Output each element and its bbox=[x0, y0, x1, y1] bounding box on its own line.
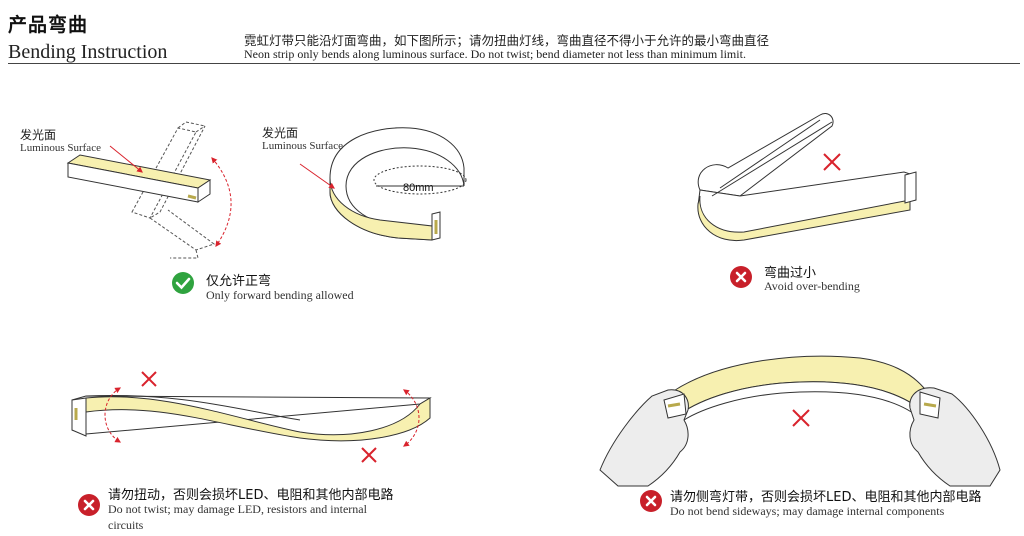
fig1-label-cn: 发光面 bbox=[20, 128, 57, 142]
page-title-cn: 产品弯曲 bbox=[8, 14, 89, 36]
fig2-label-cn: 发光面 bbox=[262, 126, 299, 140]
fig2-diameter-ellipse bbox=[373, 165, 467, 195]
fig5-left-hand bbox=[599, 389, 689, 487]
fig4-caption-cn: 请勿扭动，否则会损坏LED、电阻和其他内部电路 bbox=[108, 488, 394, 503]
fig4-twist-illustration bbox=[71, 371, 432, 463]
fig5-sideways-illustration bbox=[599, 355, 1001, 487]
fig4-twist-arrow-right bbox=[403, 389, 420, 447]
fig4-caption-en-line1: Do not twist; may damage LED, resistors … bbox=[108, 502, 367, 516]
description-en: Neon strip only bends along luminous sur… bbox=[244, 47, 746, 61]
fig2-ubend-illustration bbox=[299, 127, 467, 241]
check-icon bbox=[172, 272, 194, 294]
fig2-pointer bbox=[299, 163, 335, 189]
fig1-strip-illustration bbox=[66, 121, 232, 259]
header-divider bbox=[8, 63, 1020, 64]
x-icon bbox=[730, 266, 752, 288]
fig1-ghost-strip bbox=[131, 121, 216, 259]
fig4-x-mark-top bbox=[141, 371, 157, 387]
fig2-label-en: Luminous Surface bbox=[262, 140, 343, 152]
fig1-bend-arrow bbox=[211, 157, 232, 247]
fig5-caption-en: Do not bend sideways; may damage interna… bbox=[670, 504, 945, 518]
fig1-connector bbox=[187, 194, 197, 200]
fig5-caption-cn: 请勿侧弯灯带，否则会损坏LED、电阻和其他内部电路 bbox=[670, 490, 982, 505]
x-icon bbox=[640, 490, 662, 512]
fig3-lit-face bbox=[697, 195, 911, 242]
fig2-dimension-text: 80mm bbox=[403, 182, 434, 194]
fig5-x-mark bbox=[792, 409, 810, 427]
fig1-label-en: Luminous Surface bbox=[20, 142, 101, 154]
fig4-caption-en-line2: circuits bbox=[108, 518, 144, 532]
fig1-end-face bbox=[197, 179, 211, 203]
fig1-caption-en: Only forward bending allowed bbox=[206, 288, 354, 302]
fig4-twist-arrow-left bbox=[104, 387, 122, 443]
fig3-vbend-illustration bbox=[697, 112, 917, 242]
fig3-caption-en: Avoid over-bending bbox=[764, 279, 860, 293]
fig3-x-mark bbox=[823, 153, 841, 171]
fig1-caption-cn: 仅允许正弯 bbox=[206, 274, 272, 289]
page-title-en: Bending Instruction bbox=[8, 41, 168, 63]
fig4-lit-face bbox=[85, 396, 431, 442]
fig3-caption-cn: 弯曲过小 bbox=[764, 266, 817, 281]
fig2-lit-face bbox=[329, 177, 433, 241]
fig4-x-mark-bottom bbox=[361, 447, 377, 463]
fig1-pointer bbox=[109, 145, 143, 173]
description-cn: 霓虹灯带只能沿灯面弯曲，如下图所示；请勿扭曲灯线，弯曲直径不得小于允许的最小弯曲… bbox=[244, 33, 770, 48]
x-icon bbox=[78, 494, 100, 516]
